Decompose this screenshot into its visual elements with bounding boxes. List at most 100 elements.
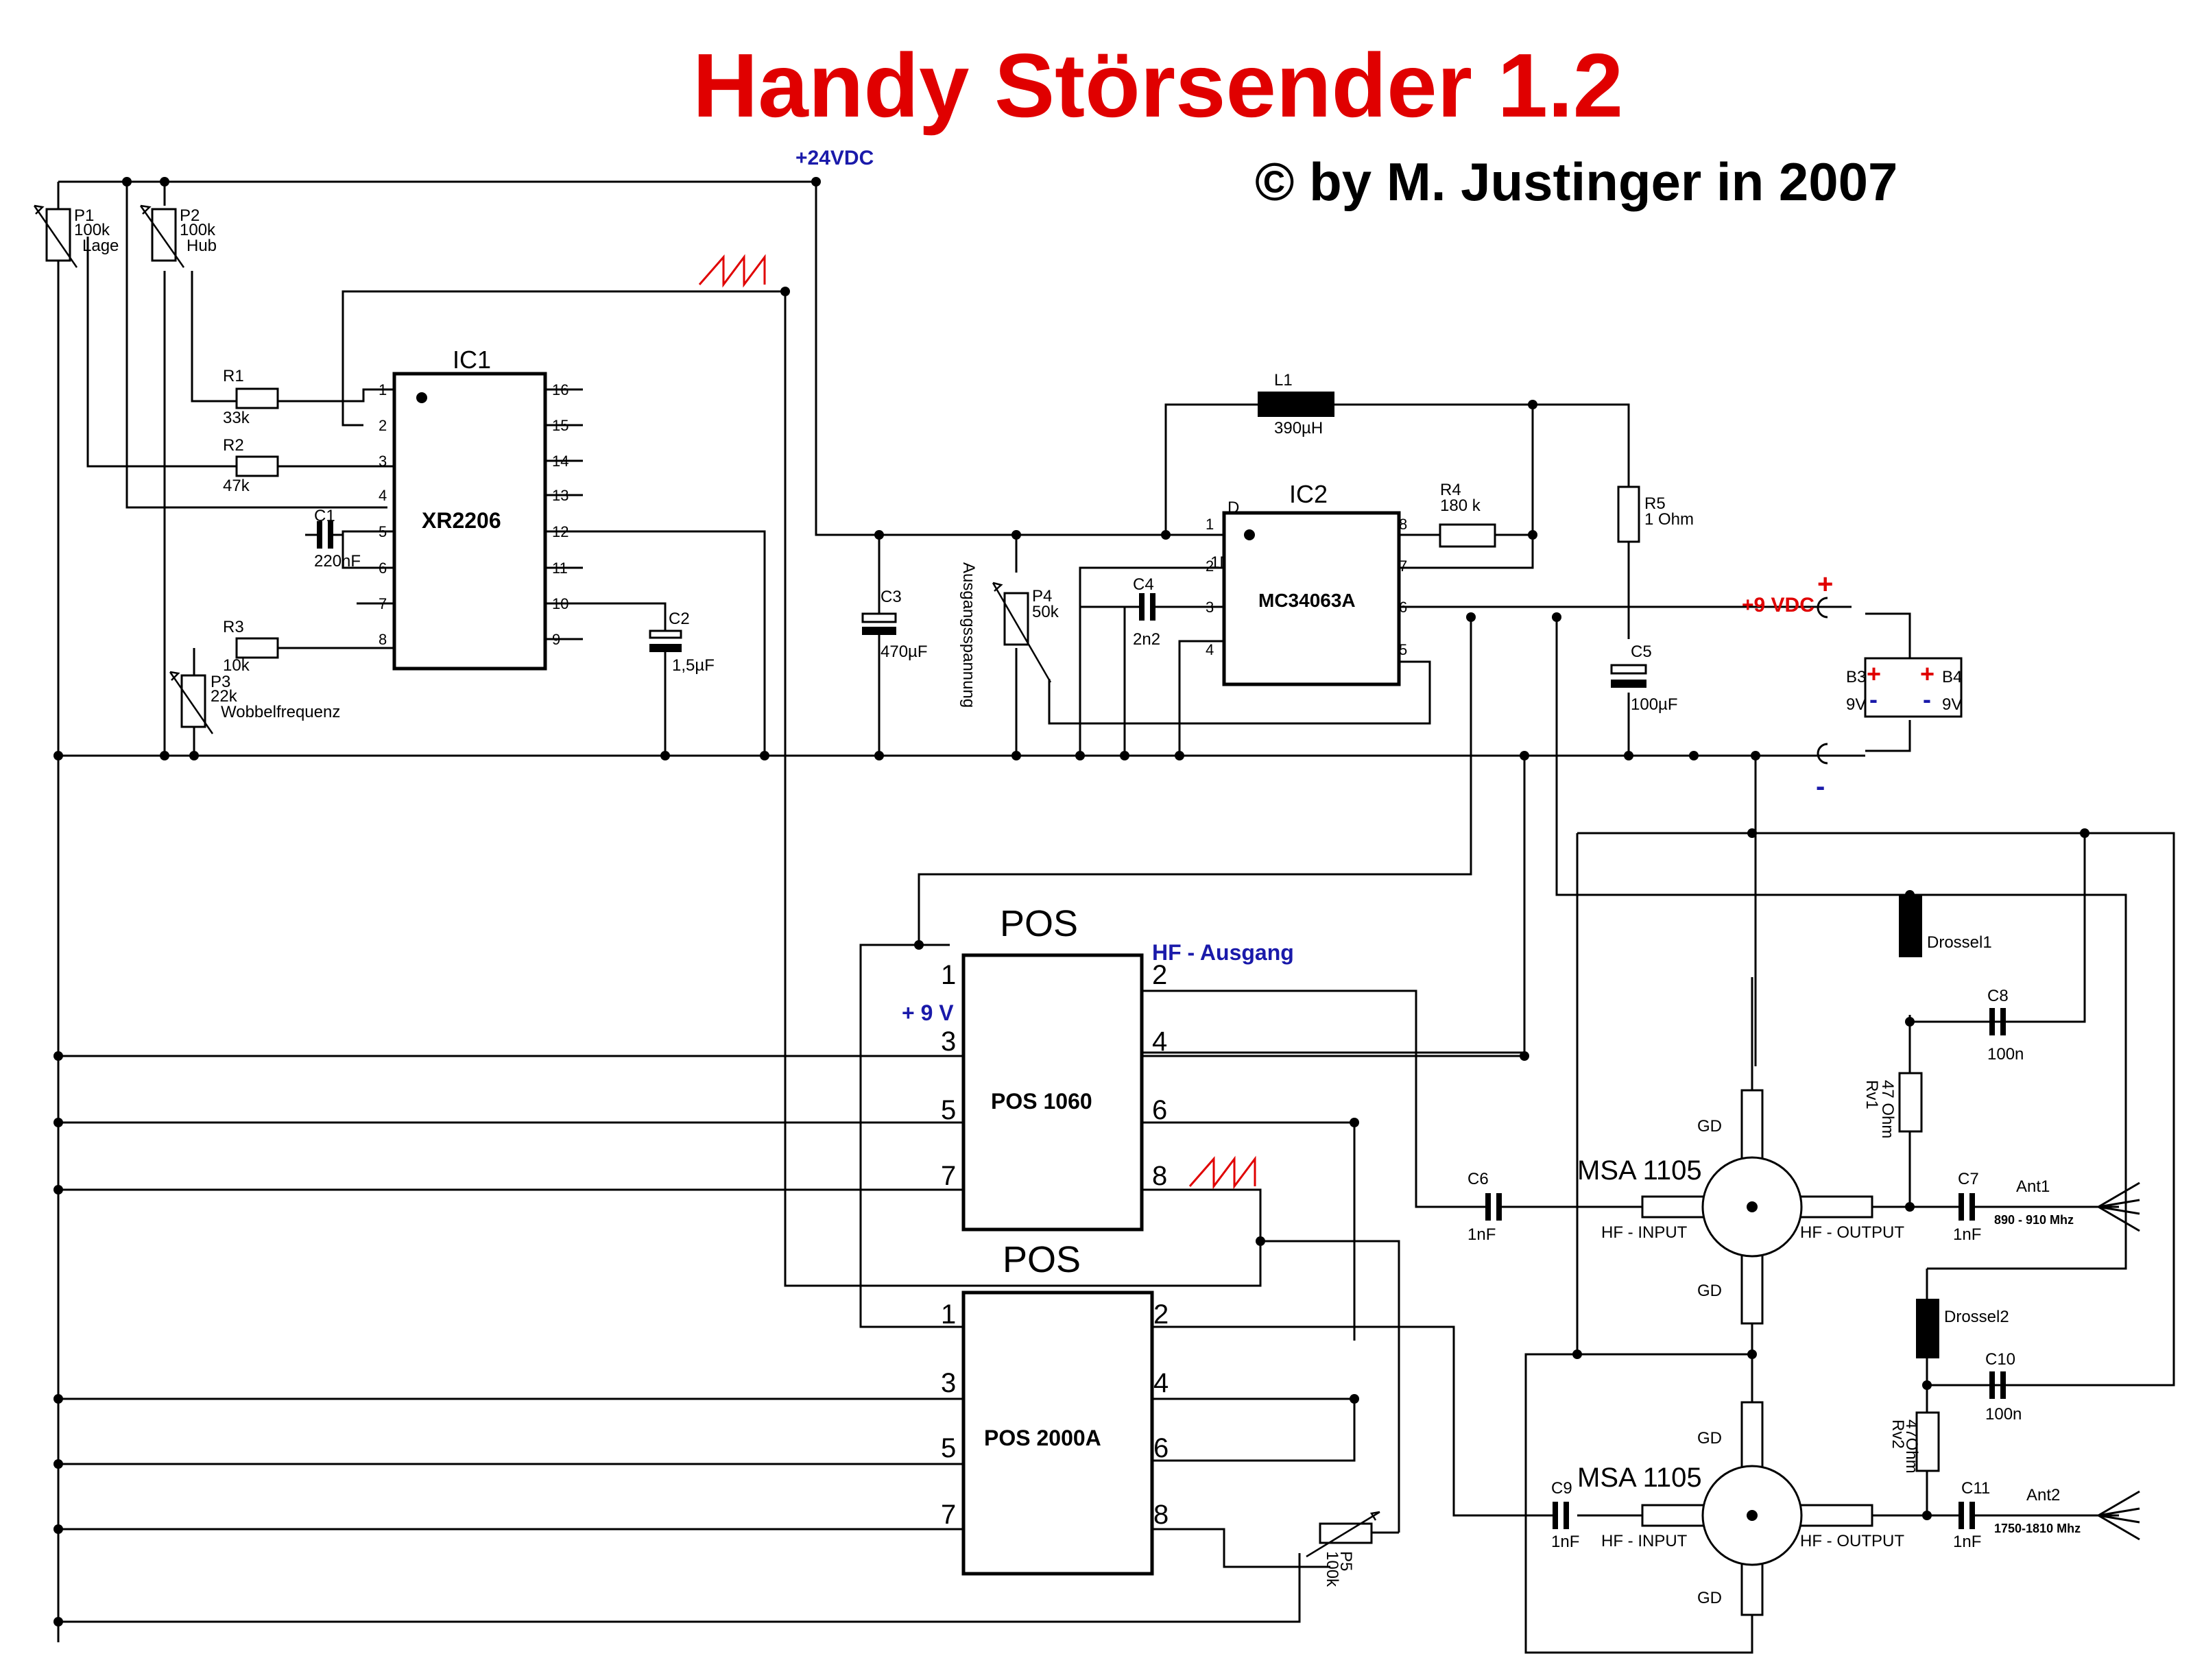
svg-text:GD: GD [1697, 1589, 1722, 1607]
svg-text:+ 9 V: + 9 V [902, 1000, 954, 1025]
potentiometer-p4: P4 50k Ausgangsspannung [959, 562, 1059, 708]
svg-text:P3: P3 [211, 673, 230, 691]
antenna-ant1: Ant1 890 - 910 Mhz [1994, 1177, 2140, 1232]
resistor-r3: R3 10k [223, 618, 279, 675]
inductor-drossel1: Drossel1 [1899, 894, 1992, 957]
capacitor-c11: C11 1nF [1953, 1479, 1990, 1551]
svg-text:P1: P1 [74, 206, 94, 225]
svg-text:HF - INPUT: HF - INPUT [1601, 1223, 1688, 1242]
svg-text:GD: GD [1697, 1117, 1722, 1136]
svg-text:Ausgangsspannung: Ausgangsspannung [959, 562, 978, 708]
svg-text:Ant1: Ant1 [2016, 1177, 2050, 1196]
svg-text:L1: L1 [1274, 371, 1293, 389]
svg-text:2: 2 [1206, 557, 1214, 575]
svg-text:470µF: 470µF [881, 643, 928, 661]
svg-text:IC1: IC1 [453, 346, 491, 374]
svg-text:3: 3 [941, 1027, 956, 1057]
resistor-r4: R4 180 k [1439, 481, 1496, 548]
svg-text:GD: GD [1697, 1282, 1722, 1300]
capacitor-c8: C8 100n [1968, 987, 2024, 1064]
svg-text:C11: C11 [1961, 1479, 1990, 1498]
svg-text:+: + [1817, 569, 1833, 599]
svg-text:5: 5 [1399, 641, 1407, 658]
svg-text:P4: P4 [1032, 587, 1052, 605]
svg-text:6: 6 [379, 560, 387, 577]
svg-text:7: 7 [1399, 557, 1407, 575]
potentiometer-p3: P3 22k Wobbelfrequenz [169, 671, 340, 734]
amplifier-msa1105-1: MSA 1105 GD GD HF - INPUT HF - OUTPUT [1577, 1089, 1904, 1325]
svg-text:Wobbelfrequenz: Wobbelfrequenz [221, 703, 340, 721]
svg-text:POS: POS [1000, 903, 1078, 944]
svg-text:7: 7 [379, 595, 387, 612]
supply-9v-terminal: +9 VDC + - [1742, 569, 1833, 802]
svg-text:-: - [1816, 771, 1825, 802]
schematic-title: Handy Störsender 1.2 [693, 35, 1623, 136]
svg-text:R3: R3 [223, 618, 244, 636]
svg-text:Ant2: Ant2 [2026, 1486, 2060, 1504]
svg-text:B3: B3 [1846, 668, 1866, 686]
capacitor-c5: C5 100µF [1610, 643, 1678, 714]
svg-text:100n: 100n [1987, 1045, 2024, 1064]
svg-text:6: 6 [1153, 1433, 1169, 1463]
sawtooth-symbol [698, 254, 766, 288]
antenna-ant2: Ant2 1750-1810 Mhz [1994, 1486, 2140, 1541]
svg-text:12: 12 [552, 523, 568, 540]
svg-text:1: 1 [379, 381, 387, 398]
svg-text:Hub: Hub [187, 237, 217, 255]
svg-text:Rv1: Rv1 [1862, 1080, 1881, 1109]
capacitor-c7: C7 1nF [1953, 1170, 1985, 1244]
resistor-r1: R1 33k [223, 367, 279, 427]
svg-text:C4: C4 [1133, 575, 1154, 594]
vco-pos2000a: POS POS 2000A 1 3 5 7 2 4 6 8 [941, 1239, 1169, 1576]
svg-text:C5: C5 [1631, 643, 1652, 661]
svg-text:POS 1060: POS 1060 [991, 1089, 1092, 1114]
svg-text:50k: 50k [1032, 603, 1059, 621]
svg-text:9V: 9V [1942, 695, 1962, 714]
svg-text:100n: 100n [1985, 1405, 2022, 1424]
sawtooth-symbol [1188, 1155, 1256, 1190]
capacitor-c1: C1 220nF [305, 507, 361, 571]
svg-text:4: 4 [1152, 1027, 1167, 1057]
svg-text:33k: 33k [223, 409, 250, 427]
svg-text:Drossel1: Drossel1 [1927, 933, 1992, 952]
ic1-xr2206: IC1 XR2206 1 2 3 4 5 6 7 8 16 15 14 13 1… [379, 346, 568, 671]
svg-text:16: 16 [552, 381, 568, 398]
resistor-rv2: Rv2 47Ohm [1889, 1411, 1940, 1474]
svg-text:7: 7 [941, 1500, 956, 1530]
svg-text:10k: 10k [223, 656, 250, 675]
inductor-l1: L1 390µH [1258, 371, 1334, 437]
svg-text:IC2: IC2 [1289, 480, 1328, 508]
svg-text:+: + [1867, 660, 1881, 688]
svg-text:MSA 1105: MSA 1105 [1577, 1463, 1702, 1493]
resistor-r2: R2 47k [223, 436, 279, 495]
svg-text:180 k: 180 k [1440, 496, 1481, 515]
wires [57, 180, 2175, 1654]
resistor-rv1: Rv1 47 Ohm [1862, 1072, 1923, 1138]
resistor-r5: R5 1 Ohm [1617, 485, 1694, 543]
svg-text:1nF: 1nF [1953, 1225, 1981, 1244]
svg-text:5: 5 [379, 523, 387, 540]
svg-text:R2: R2 [223, 436, 244, 455]
svg-text:1: 1 [941, 1299, 956, 1330]
ic2-mc34063a: IC2 MC34063A 1 2 3 4 8 7 6 5 [1206, 480, 1407, 686]
svg-text:GD: GD [1697, 1429, 1722, 1448]
svg-text:Drossel2: Drossel2 [1944, 1308, 2009, 1326]
svg-text:1nF: 1nF [1551, 1533, 1579, 1551]
svg-text:C2: C2 [669, 610, 690, 628]
svg-text:C9: C9 [1551, 1479, 1572, 1498]
svg-text:2: 2 [379, 417, 387, 434]
svg-text:8: 8 [1152, 1161, 1167, 1191]
svg-text:B4: B4 [1942, 668, 1962, 686]
junctions [53, 177, 2089, 1627]
svg-text:100k: 100k [180, 221, 216, 239]
svg-text:POS: POS [1003, 1239, 1081, 1280]
svg-text:MC34063A: MC34063A [1258, 590, 1356, 611]
svg-text:+: + [1920, 660, 1935, 688]
svg-text:R5: R5 [1644, 494, 1666, 513]
svg-text:6: 6 [1399, 599, 1407, 616]
svg-text:1nF: 1nF [1468, 1225, 1496, 1244]
capacitor-c4: C4 2n2 [1111, 575, 1179, 649]
svg-text:C6: C6 [1468, 1170, 1489, 1188]
svg-text:3: 3 [1206, 599, 1214, 616]
potentiometer-p5: P5 100k [1306, 1511, 1380, 1587]
